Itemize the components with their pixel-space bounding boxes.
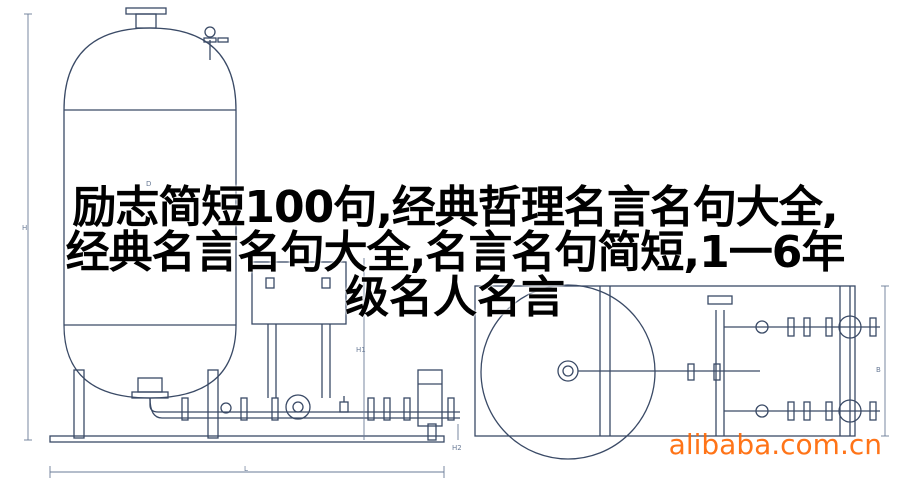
control-box [251, 261, 347, 398]
dim-label-H1: H1 [356, 346, 366, 354]
watermark-text: alibaba.com.cn [668, 428, 882, 461]
dim-label-D: D [146, 180, 151, 188]
dim-label-L: L [244, 465, 248, 473]
dim-label-H: H [22, 224, 27, 232]
dim-label-B: B [876, 366, 881, 374]
base-skid [49, 423, 445, 443]
caption-line-1: 励志简短100句,经典哲理名言名句大全, [72, 182, 838, 233]
dimension-lines [24, 13, 889, 478]
tank-front-view [63, 7, 237, 439]
pipe-manifold [149, 369, 460, 427]
dim-label-H2: H2 [452, 444, 462, 452]
tank-side-view [474, 284, 880, 460]
caption-line-3: 级名人名言 [345, 272, 565, 323]
caption-line-2: 经典名言名句大全,名言名句简短,1一6年 [65, 227, 846, 278]
